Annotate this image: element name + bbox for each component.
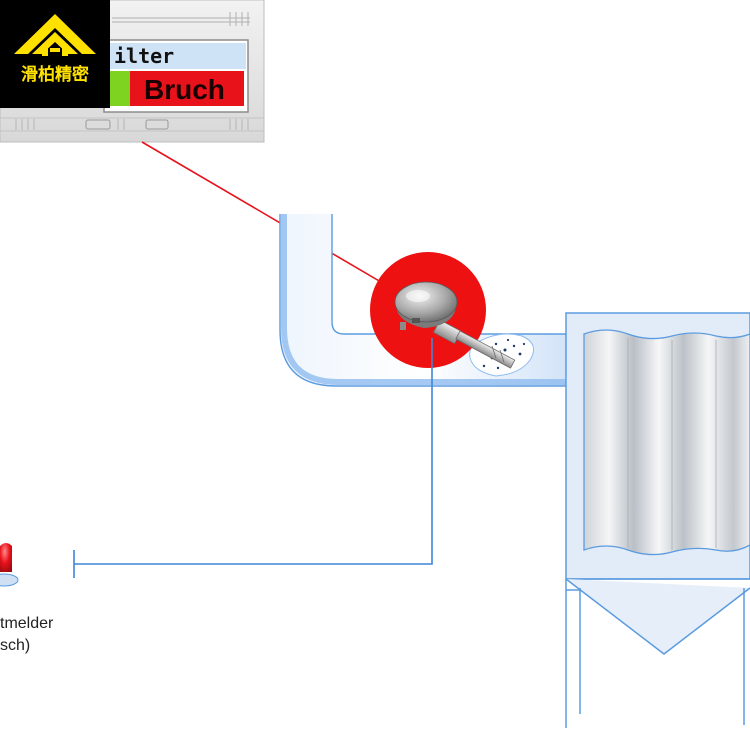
controller-button-left[interactable]	[85, 119, 111, 130]
alarm-label-line1: tmelder	[0, 615, 54, 632]
filter-legs	[565, 579, 745, 728]
status-break-indicator	[130, 71, 244, 106]
alarm-label-line2: sch)	[0, 637, 30, 654]
controller-title: ilter	[114, 44, 174, 68]
status-break-label: Bruch	[144, 74, 225, 105]
controller-button-right[interactable]	[145, 119, 169, 130]
company-logo: 滑柏精密	[0, 0, 110, 108]
sensor-assembly	[370, 252, 516, 369]
beacon-light-icon	[0, 543, 12, 572]
logo-text: 滑柏精密	[21, 64, 89, 84]
controller-bottom-vents	[0, 117, 264, 132]
filter-housing	[565, 312, 750, 728]
filter-hopper	[565, 578, 750, 655]
controller-display	[106, 43, 246, 69]
alarm-wiring	[73, 338, 433, 578]
sensor-probe	[432, 319, 516, 369]
logo-emblem-icon	[14, 14, 96, 56]
status-ok-indicator	[108, 71, 130, 106]
beacon-base	[0, 573, 19, 587]
alarm-beacon: tmelder sch)	[0, 543, 54, 654]
signal-line-controller	[141, 141, 399, 293]
controller-unit: ilter Bruch	[0, 0, 265, 143]
filter-bags	[583, 329, 750, 556]
controller-top-vents	[112, 12, 250, 26]
sensor-head-icon	[394, 281, 458, 330]
